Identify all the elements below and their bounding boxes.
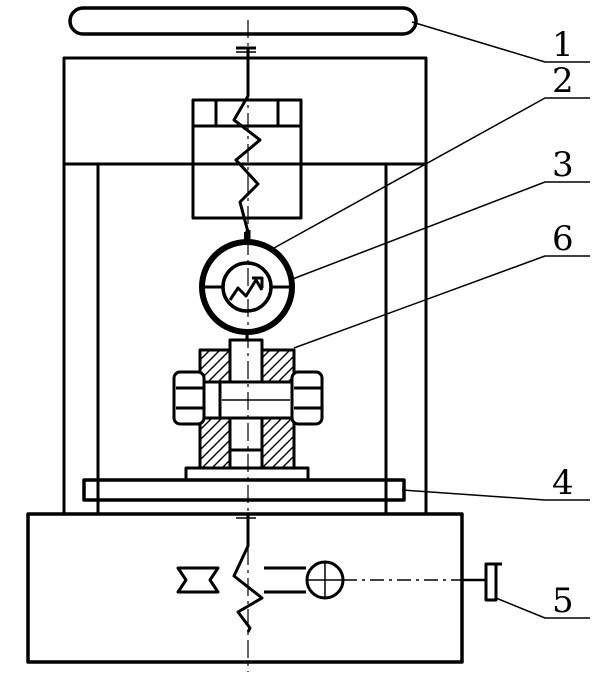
side-handle — [484, 562, 498, 602]
dial-indicator — [221, 261, 273, 313]
callout-6: 6 — [552, 219, 574, 259]
screw-nut-block — [191, 98, 303, 220]
bolted-joint-specimen — [172, 338, 324, 482]
callout-3: 3 — [552, 145, 574, 185]
lower-housing — [26, 512, 464, 664]
callout-4: 4 — [552, 463, 574, 503]
upper-crosshead — [62, 56, 428, 166]
callout-2: 2 — [552, 61, 574, 101]
callout-5: 5 — [552, 581, 574, 621]
callout-labels: 12 3 6 4 5 — [552, 25, 574, 621]
frame-columns — [62, 164, 428, 514]
dynamometer-ring — [199, 232, 295, 342]
callout-1: 1 — [552, 25, 574, 65]
leader-lines — [273, 21, 590, 619]
base-plate — [82, 478, 406, 502]
lower-mechanism — [176, 560, 486, 600]
handwheel — [68, 6, 418, 36]
